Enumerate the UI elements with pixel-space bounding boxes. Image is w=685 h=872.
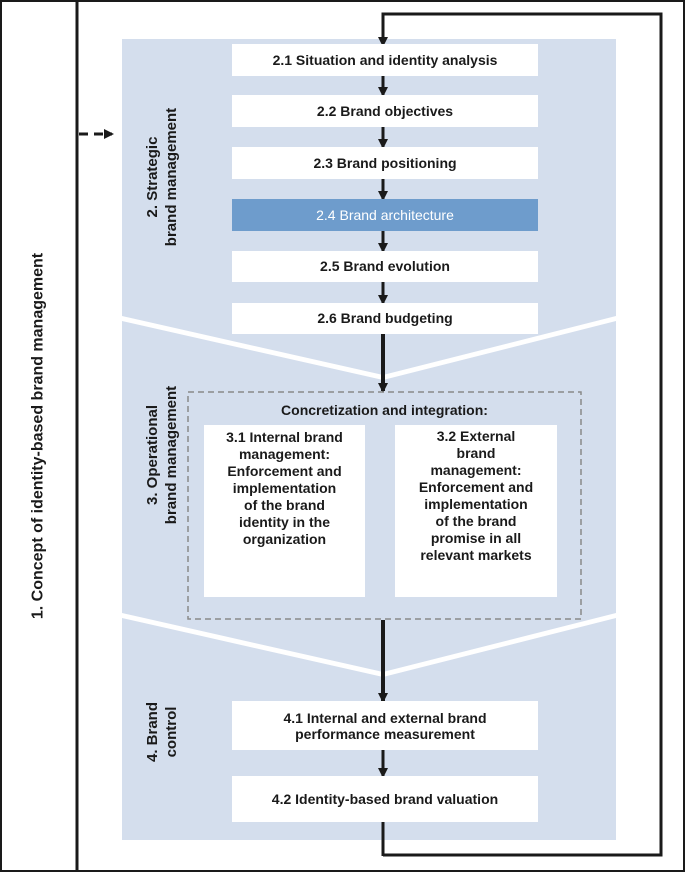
internal-line-5: of the brand [244,497,325,513]
internal-line-2: management: [238,446,331,462]
external-line-4: Enforcement and [418,479,534,495]
internal-line-4: implementation [232,480,337,496]
internal-line-7: organization [242,531,327,547]
strategic-section-label: 2. Strategic brand management [144,107,180,247]
operational-section-label: 3. Operational brand management [144,385,180,525]
external-line-1: 3.2 External [436,428,516,444]
step-brand-objectives: 2.2 Brand objectives [232,95,538,127]
control-section-label: 4. Brand control [144,701,180,763]
integration-title: Concretization and integration: [281,402,488,418]
internal-brand-management-box: 3.1 Internal brand management: Enforceme… [204,425,365,597]
step-brand-evolution: 2.5 Brand evolution [232,251,538,282]
step-situation-analysis: 2.1 Situation and identity analysis [232,44,538,76]
step-brand-valuation: 4.2 Identity-based brand valuation [232,776,538,822]
external-line-5: implementation [424,496,528,512]
external-line-2: brand [456,445,496,461]
feedback-loop-line [378,12,663,857]
external-line-3: management: [430,462,522,478]
step-brand-budgeting: 2.6 Brand budgeting [232,303,538,334]
internal-line-6: identity in the [239,514,330,530]
step-brand-positioning: 2.3 Brand positioning [232,147,538,179]
external-line-8: relevant markets [420,547,532,563]
step-performance-measurement: 4.1 Internal and external brand performa… [232,701,538,750]
external-brand-management-box: 3.2 External brand management: Enforceme… [395,425,557,597]
internal-line-3: Enforcement and [227,463,342,479]
step-brand-architecture: 2.4 Brand architecture [232,199,538,231]
external-line-7: promise in all [430,530,522,546]
external-line-6: of the brand [435,513,517,529]
concept-label: 1. Concept of identity-based brand manag… [29,252,47,620]
internal-line-1: 3.1 Internal brand [226,429,343,445]
